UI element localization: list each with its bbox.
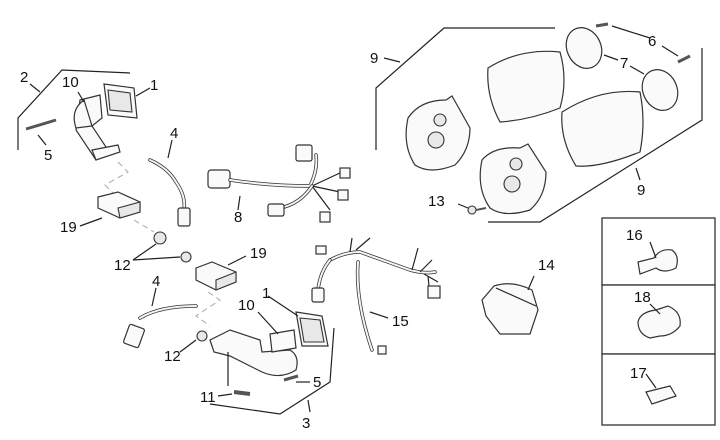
leader-4b [151,287,157,307]
leader-6a [611,25,651,39]
bulb-box-16 [601,217,716,286]
front-indicator-assembly [17,69,151,196]
leader-1a [135,87,151,97]
label-12a: 12 [114,257,131,274]
rear-indicator-assembly [123,287,335,415]
leader-11 [217,393,233,397]
label-11: 11 [200,389,216,406]
label-1b: 1 [262,285,270,302]
tail-light-assembly [375,22,703,223]
leader-8 [237,195,241,211]
bulb-18 [637,305,681,339]
label-4b: 4 [152,273,160,290]
screw-5a [25,118,57,131]
label-19b: 19 [250,245,267,262]
pad-19-mid [195,255,247,291]
label-2: 2 [20,69,28,86]
callout-labels: 1 1 2 3 4 4 5 5 6 7 8 9 9 10 10 11 12 12… [20,33,656,432]
indicator-wiring-top [148,139,191,227]
leader-12a [132,243,157,261]
wiring-harness-8 [207,144,351,223]
label-17: 17 [630,365,647,382]
bracket-9a [375,27,555,150]
bracket-2 [17,69,131,150]
label-7: 7 [620,55,628,72]
nuts-12 [132,219,192,263]
leader-2 [29,83,41,93]
label-4a: 4 [170,125,178,142]
label-18: 18 [634,289,651,306]
leader-14 [527,275,535,291]
label-15: 15 [392,313,409,330]
label-5b: 5 [313,374,321,391]
license-light-14 [481,275,539,335]
leader-1b [267,295,299,317]
pad-19-top [79,191,141,227]
leader-10a [77,91,85,103]
leader-12b [179,339,197,353]
label-10a: 10 [62,74,79,91]
leader-5a [37,134,47,146]
leader-19a [79,217,103,227]
leader-19b [227,255,247,266]
leader-9b [635,167,641,181]
label-8: 8 [234,209,242,226]
label-12b: 12 [164,348,181,365]
label-5a: 5 [44,147,52,164]
leader-10b [257,311,279,335]
label-14: 14 [538,257,555,274]
leader-6b [661,45,679,57]
leader-7b [629,65,645,75]
bracket-3 [209,327,335,415]
bulb-16 [637,249,678,275]
bulb-panel [601,217,716,426]
label-6: 6 [648,33,656,50]
dash-top [104,161,129,196]
leader-9a [383,57,401,63]
bracket-9b [488,48,703,223]
leader-7a [603,54,619,61]
leader-12a2 [132,256,181,261]
leader-4a [167,139,173,159]
label-19a: 19 [60,219,77,236]
label-3: 3 [302,415,310,432]
leader-13 [457,203,469,209]
label-9b: 9 [637,182,645,199]
indicator-body-top [73,94,121,161]
leader-3 [307,399,311,413]
leader-15 [369,311,389,319]
indicator-lens-top [103,83,138,119]
label-9a: 9 [370,50,378,67]
label-10b: 10 [238,297,255,314]
rear-harness-15 [311,237,441,355]
label-16: 16 [626,227,643,244]
label-13: 13 [428,193,445,210]
label-1a: 1 [150,77,158,94]
bulb-17 [645,385,677,405]
